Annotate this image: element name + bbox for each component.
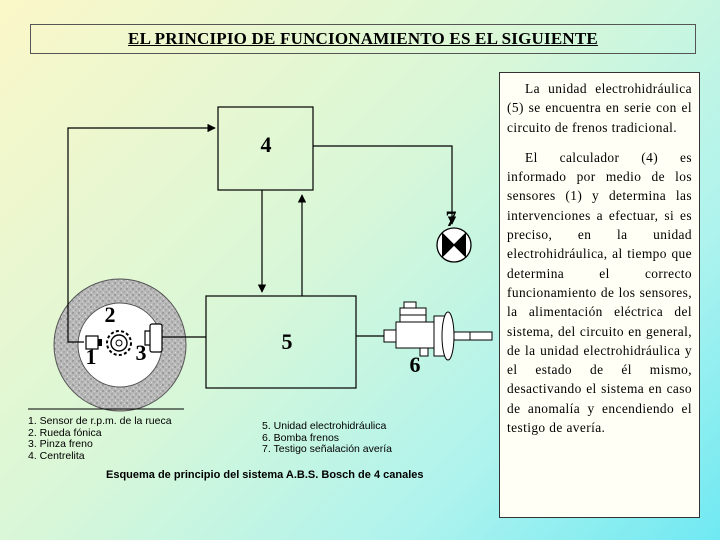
wheel-sensor [85,335,102,350]
pump-label: 6 [410,352,421,377]
hydraulic-unit-box [205,295,357,389]
legend-item: 2. Rueda fónica [28,426,102,439]
calculator-label: 4 [261,132,272,157]
legend-item: 6. Bomba frenos [262,431,340,444]
connection-lines [67,123,457,343]
brake-caliper [144,323,163,353]
caliper-label: 3 [136,340,147,365]
legend-left: 1. Sensor de r.p.m. de la rueca 2. Rueda… [28,415,172,462]
legend-item: 3. Pinza freno [28,438,93,450]
legend-item: 1. Sensor de r.p.m. de la rueca [28,415,172,427]
page-title: EL PRINCIPIO DE FUNCIONAMIENTO ES EL SIG… [128,29,598,48]
warning-light-label: 7 [446,206,457,231]
explanation-paragraph-1: La unidad electrohidráulica (5) se encue… [507,81,692,135]
hydraulic-unit-label: 5 [282,329,293,354]
diagram-caption: Esquema de principio del sistema A.B.S. … [106,469,424,481]
legend-item: 5. Unidad electrohidráulica [262,420,387,432]
title-box: EL PRINCIPIO DE FUNCIONAMIENTO ES EL SIG… [30,24,696,54]
explanation-paragraph-2: El calculador (4) es informado por medio… [507,149,692,436]
legend-item: 7. Testigo señalación avería [262,443,392,455]
sensor-label: 1 [86,344,97,369]
brake-pump [383,301,493,361]
warning-light [436,227,472,263]
calculator-box [217,106,314,191]
legend-right: 5. Unidad electrohidráulica 6. Bomba fre… [262,420,392,456]
tone-wheel-label: 2 [105,302,116,327]
explanation-panel: La unidad electrohidráulica (5) se encue… [499,72,700,518]
tone-wheel-gear [106,330,132,356]
legend-item: 4. Centrelita [28,449,85,462]
